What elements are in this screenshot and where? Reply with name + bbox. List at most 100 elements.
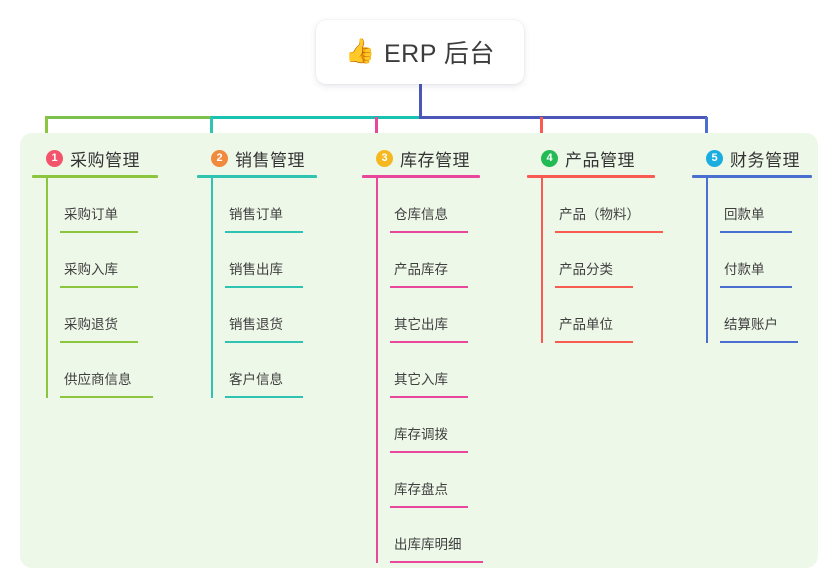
leaf-item[interactable]: 采购订单: [46, 178, 158, 233]
branch-spine-3: [376, 178, 378, 563]
leaf-underline: [555, 286, 633, 288]
branch-title-3: 库存管理: [400, 150, 470, 170]
branch-header-2[interactable]: 2 销售管理: [197, 146, 317, 170]
leaf-list-1: 采购订单采购入库采购退货供应商信息: [32, 178, 158, 398]
leaf-label: 产品单位: [559, 317, 613, 332]
leaf-item[interactable]: 出库库明细: [376, 508, 483, 563]
branch-spine-5: [706, 178, 708, 343]
leaf-underline: [390, 231, 468, 233]
leaf-item[interactable]: 付款单: [706, 233, 812, 288]
leaf-label: 库存盘点: [394, 482, 448, 497]
leaf-underline: [60, 396, 153, 398]
leaf-label: 回款单: [724, 207, 765, 222]
leaf-item[interactable]: 其它出库: [376, 288, 480, 343]
leaf-underline: [555, 231, 663, 233]
diagram-panel: [20, 133, 818, 568]
leaf-label: 结算账户: [724, 317, 778, 332]
leaf-label: 采购订单: [64, 207, 118, 222]
branch-badge-5: 5: [706, 149, 723, 167]
leaf-underline: [555, 341, 633, 343]
branch-财务管理: 5 财务管理回款单付款单结算账户: [692, 146, 812, 343]
thumbs-up-icon: 👍: [345, 38, 375, 65]
leaf-item[interactable]: 客户信息: [211, 343, 317, 398]
leaf-label: 采购入库: [64, 262, 118, 277]
leaf-label: 供应商信息: [64, 372, 132, 387]
leaf-underline: [60, 231, 138, 233]
branch-stub-2: [210, 117, 213, 146]
leaf-label: 产品分类: [559, 262, 613, 277]
root-node[interactable]: 👍 ERP 后台: [316, 20, 524, 84]
leaf-underline: [225, 286, 303, 288]
branch-underline-1: [32, 175, 158, 178]
branch-header-5[interactable]: 5 财务管理: [692, 146, 812, 170]
leaf-label: 销售订单: [229, 207, 283, 222]
bus-segment-1: [45, 116, 211, 119]
leaf-label: 客户信息: [229, 372, 283, 387]
leaf-item[interactable]: 销售订单: [211, 178, 317, 233]
branch-stub-5: [705, 117, 708, 146]
leaf-underline: [390, 451, 468, 453]
leaf-label: 销售退货: [229, 317, 283, 332]
leaf-item[interactable]: 回款单: [706, 178, 812, 233]
branch-underline-3: [362, 175, 480, 178]
leaf-item[interactable]: 供应商信息: [46, 343, 158, 398]
branch-title-1: 采购管理: [70, 150, 140, 170]
leaf-item[interactable]: 销售退货: [211, 288, 317, 343]
leaf-item[interactable]: 产品（物料）: [541, 178, 663, 233]
leaf-underline: [390, 396, 468, 398]
leaf-underline: [225, 396, 303, 398]
leaf-item[interactable]: 采购退货: [46, 288, 158, 343]
branch-stub-3: [375, 117, 378, 146]
branch-stub-1: [45, 117, 48, 146]
leaf-list-5: 回款单付款单结算账户: [692, 178, 812, 343]
leaf-underline: [720, 341, 798, 343]
leaf-item[interactable]: 产品单位: [541, 288, 655, 343]
branch-spine-4: [541, 178, 543, 343]
leaf-label: 出库库明细: [394, 537, 462, 552]
leaf-label: 产品（物料）: [559, 207, 640, 222]
branch-title-4: 产品管理: [565, 150, 635, 170]
leaf-label: 其它入库: [394, 372, 448, 387]
leaf-item[interactable]: 结算账户: [706, 288, 812, 343]
leaf-item[interactable]: 产品库存: [376, 233, 480, 288]
root-title: ERP 后台: [383, 40, 495, 68]
leaf-item[interactable]: 仓库信息: [376, 178, 480, 233]
leaf-label: 库存调拨: [394, 427, 448, 442]
leaf-underline: [60, 341, 138, 343]
leaf-underline: [225, 231, 303, 233]
leaf-item[interactable]: 产品分类: [541, 233, 655, 288]
leaf-item[interactable]: 库存盘点: [376, 453, 480, 508]
branch-库存管理: 3 库存管理仓库信息产品库存其它出库其它入库库存调拨库存盘点出库库明细: [362, 146, 483, 563]
root-trunk-line: [419, 84, 422, 117]
branch-spine-2: [211, 178, 213, 398]
leaf-underline: [390, 561, 483, 563]
branch-title-5: 财务管理: [730, 150, 800, 170]
leaf-item[interactable]: 库存调拨: [376, 398, 480, 453]
branch-badge-3: 3: [376, 149, 393, 167]
branch-badge-2: 2: [211, 149, 228, 167]
branch-stub-4: [540, 117, 543, 146]
leaf-list-2: 销售订单销售出库销售退货客户信息: [197, 178, 317, 398]
leaf-label: 付款单: [724, 262, 765, 277]
branch-underline-2: [197, 175, 317, 178]
leaf-list-3: 仓库信息产品库存其它出库其它入库库存调拨库存盘点出库库明细: [362, 178, 483, 563]
branch-underline-5: [692, 175, 812, 178]
leaf-list-4: 产品（物料） 产品分类产品单位: [527, 178, 663, 343]
leaf-item[interactable]: 其它入库: [376, 343, 480, 398]
branch-header-3[interactable]: 3 库存管理: [362, 146, 480, 170]
leaf-underline: [390, 341, 468, 343]
leaf-underline: [720, 286, 792, 288]
bus-segment-2: [211, 116, 420, 119]
leaf-underline: [390, 506, 468, 508]
branch-title-2: 销售管理: [235, 150, 305, 170]
branch-spine-1: [46, 178, 48, 398]
leaf-underline: [390, 286, 468, 288]
leaf-item[interactable]: 销售出库: [211, 233, 317, 288]
leaf-label: 仓库信息: [394, 207, 448, 222]
bus-segment-3: [419, 116, 707, 119]
leaf-item[interactable]: 采购入库: [46, 233, 158, 288]
